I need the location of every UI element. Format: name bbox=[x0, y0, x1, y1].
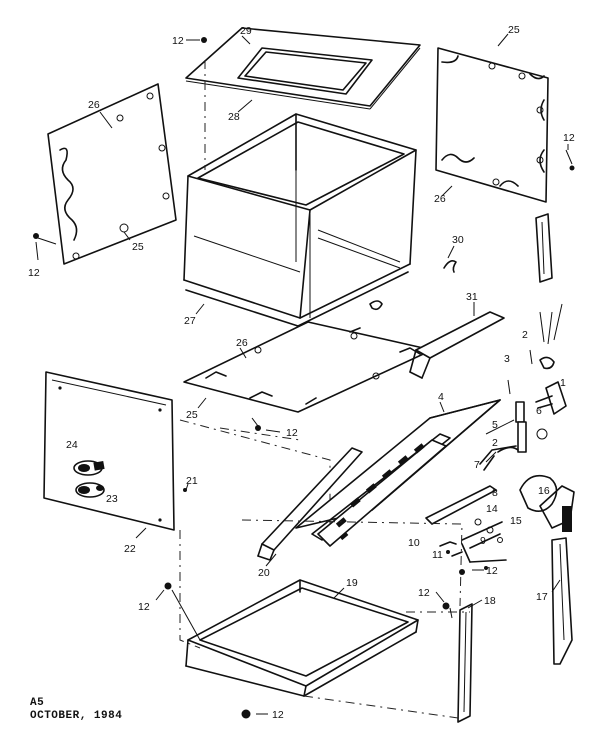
callout-9: 9 bbox=[480, 535, 486, 547]
knob-23 bbox=[75, 482, 105, 498]
callout-25: 25 bbox=[508, 24, 520, 36]
callout-11: 11 bbox=[432, 549, 443, 561]
callout-29: 29 bbox=[240, 25, 252, 37]
callout-12: 12 bbox=[486, 565, 498, 577]
bracket-18 bbox=[457, 603, 473, 723]
bottom-panel bbox=[183, 321, 433, 431]
small-bracket-right bbox=[535, 213, 553, 283]
callout-26: 26 bbox=[236, 337, 248, 349]
callout-17: 17 bbox=[536, 591, 548, 603]
callout-15: 15 bbox=[510, 515, 522, 527]
callout-8: 8 bbox=[492, 487, 498, 499]
callout-12: 12 bbox=[418, 587, 430, 599]
callout-31: 31 bbox=[466, 291, 478, 303]
callout-16: 16 bbox=[538, 485, 550, 497]
clip-small bbox=[369, 300, 383, 311]
callout-7: 7 bbox=[474, 459, 480, 471]
rod-assembly bbox=[425, 445, 519, 563]
leader-lines bbox=[35, 33, 569, 715]
callout-18: 18 bbox=[484, 595, 496, 607]
footer-date: OCTOBER, 1984 bbox=[30, 710, 123, 722]
callout-14: 14 bbox=[486, 503, 498, 515]
callout-12: 12 bbox=[286, 427, 298, 439]
callout-24: 24 bbox=[66, 439, 78, 451]
cabinet-frame bbox=[183, 60, 417, 327]
callout-26: 26 bbox=[434, 193, 446, 205]
footer-page-code: A5 bbox=[30, 697, 45, 709]
angle-bar-20 bbox=[257, 447, 363, 561]
callout-5: 5 bbox=[492, 419, 498, 431]
heater-element-strip bbox=[317, 439, 447, 547]
callout-1: 1 bbox=[560, 377, 566, 389]
callout-25: 25 bbox=[186, 409, 198, 421]
callout-12: 12 bbox=[28, 267, 40, 279]
callout-23: 23 bbox=[106, 493, 118, 505]
callout-28: 28 bbox=[228, 111, 240, 123]
callout-labels: 12 29 28 25 12 26 26 25 12 30 27 31 26 2… bbox=[28, 24, 575, 721]
switch-cluster bbox=[507, 303, 567, 453]
left-side-panel bbox=[33, 83, 177, 265]
callout-26: 26 bbox=[88, 99, 100, 111]
callout-6: 6 bbox=[536, 405, 542, 417]
front-panel bbox=[43, 371, 187, 531]
callout-12: 12 bbox=[172, 35, 184, 47]
callout-22: 22 bbox=[124, 543, 136, 555]
knob-24 bbox=[73, 460, 105, 476]
clip-30 bbox=[443, 260, 457, 273]
motor-16 bbox=[519, 474, 575, 532]
callout-3: 3 bbox=[504, 353, 510, 365]
callout-19: 19 bbox=[346, 577, 358, 589]
callout-20: 20 bbox=[258, 567, 270, 579]
callout-12: 12 bbox=[138, 601, 150, 613]
callout-25: 25 bbox=[132, 241, 144, 253]
callout-12: 12 bbox=[272, 709, 284, 721]
bracket-17 bbox=[484, 537, 573, 665]
callout-4: 4 bbox=[438, 391, 444, 403]
callout-2: 2 bbox=[522, 329, 528, 341]
callout-10: 10 bbox=[408, 537, 420, 549]
right-side-panel bbox=[435, 47, 575, 203]
tray-19 bbox=[185, 579, 419, 697]
callout-30: 30 bbox=[452, 234, 464, 246]
top-panel bbox=[185, 27, 421, 110]
callout-12: 12 bbox=[563, 132, 575, 144]
callout-2: 2 bbox=[492, 437, 498, 449]
callout-27: 27 bbox=[184, 315, 196, 327]
callout-21: 21 bbox=[186, 475, 198, 487]
bracket-31 bbox=[409, 311, 505, 379]
screws bbox=[164, 37, 465, 719]
